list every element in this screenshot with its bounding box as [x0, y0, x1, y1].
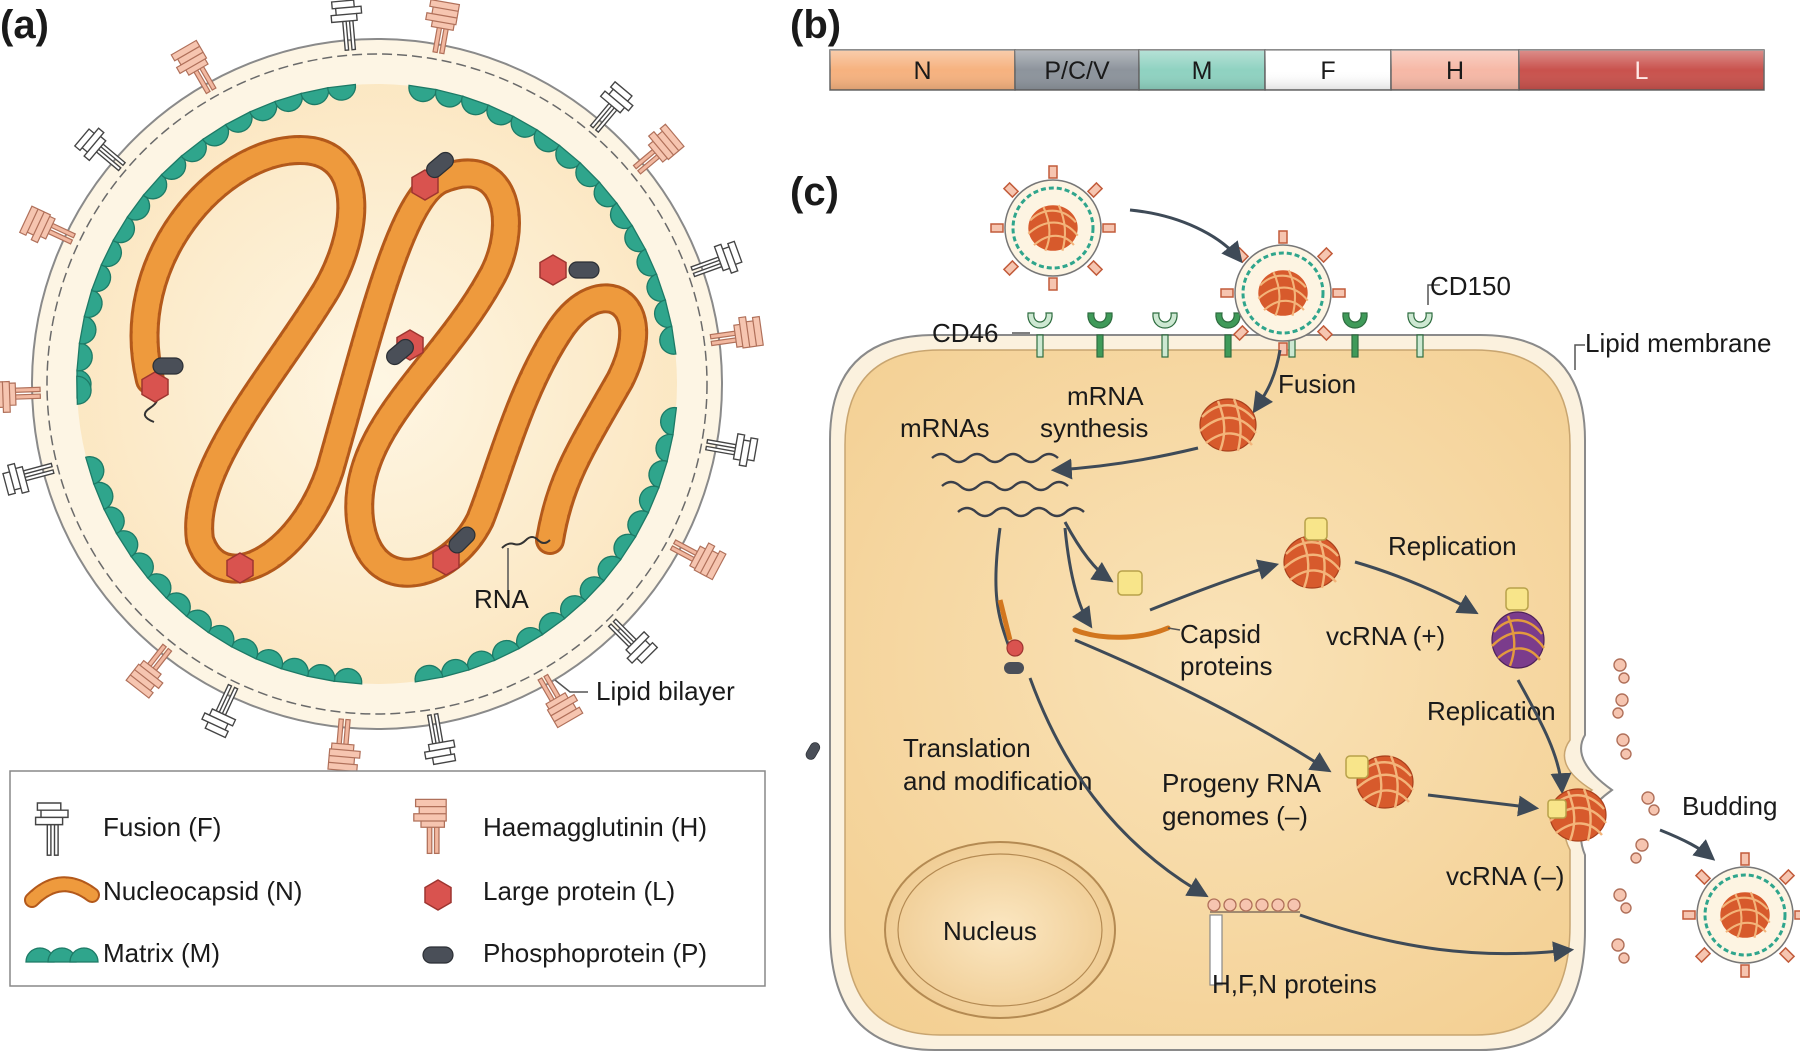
- translation-product: [1004, 662, 1024, 674]
- virion-interior: [77, 84, 677, 684]
- attaching-virion: [1219, 229, 1347, 357]
- gene-segment-shade: [1015, 50, 1139, 90]
- gene-segment-shade: [1139, 50, 1265, 90]
- lipid-bilayer-leader-line: [554, 679, 588, 693]
- matrix-icon: [25, 947, 99, 963]
- replication-complex: [1282, 534, 1342, 590]
- capsid-leader-line: [1167, 627, 1181, 631]
- arrow-to-budding-complex: [1427, 793, 1540, 817]
- attachment-arrow: [1129, 208, 1243, 264]
- gene-label: N: [913, 57, 931, 85]
- budding-label: Budding: [1682, 791, 1777, 821]
- legend-label-large-protein: Large protein (L): [483, 876, 675, 906]
- budding-arrow: [1659, 828, 1716, 861]
- arrow-to-progeny: [1074, 638, 1332, 773]
- lipid-membrane-leader-line: [1574, 344, 1585, 370]
- arrow-to-hfn-proteins: [1028, 677, 1209, 898]
- rna-label: RNA: [474, 584, 530, 614]
- phosphoprotein-marker: [568, 261, 600, 279]
- vcrna-plus-label: vcRNA (+): [1326, 621, 1445, 651]
- capsid-protein-strand: [1072, 625, 1171, 640]
- lipid-bilayer-inner: [46, 53, 708, 715]
- translation-ribosome-strand: [997, 599, 1013, 641]
- gene-segment-shade: [1519, 50, 1764, 90]
- nucleus-envelope: [884, 841, 1116, 1019]
- legend: Fusion (F) Haemagglutinin (H) Nucleocaps…: [9, 770, 766, 987]
- incoming-virion: [989, 164, 1117, 292]
- vcrna-minus-capsid-block: [1547, 799, 1567, 819]
- nucleocapsid-icon: [24, 876, 100, 908]
- released-nucleocapsid: [1198, 397, 1258, 453]
- lipid-membrane-label: Lipid membrane: [1585, 328, 1771, 358]
- legend-box: [9, 770, 766, 987]
- legend-label-phosphoprotein: Phosphoprotein (P): [483, 938, 707, 968]
- hfn-proteins-label: H,F,N proteins: [1212, 969, 1377, 999]
- gene-segment-shade: [1391, 50, 1519, 90]
- progeny-label-2: genomes (–): [1162, 801, 1308, 831]
- replication-cycle: Nucleus CD46 CD150 Lipid membrane Fusion…: [803, 164, 1800, 1051]
- hfn-proteins-group: [1207, 898, 1301, 986]
- gene-segment-shade: [1265, 50, 1391, 90]
- gene-label: P/C/V: [1044, 57, 1110, 85]
- panel-b-label: (b): [790, 3, 841, 47]
- gene-segment-shade: [830, 50, 1015, 90]
- arrow-to-capsid-strand: [1063, 527, 1093, 629]
- large-protein-icon: [424, 879, 452, 911]
- gene-label: H: [1446, 57, 1464, 85]
- phosphoprotein-marker: [803, 740, 822, 762]
- arrow-to-membrane: [1299, 913, 1575, 963]
- progeny-label-1: Progeny RNA: [1162, 768, 1322, 798]
- gene-label: F: [1320, 57, 1335, 85]
- phosphoprotein-icon: [422, 946, 454, 964]
- arrow-to-capsid-protein: [1063, 521, 1114, 583]
- legend-label-fusion: Fusion (F): [103, 812, 221, 842]
- genome-map: N P/C/V M F H L: [829, 49, 1765, 91]
- mrna-synthesis-label-2: synthesis: [1040, 413, 1148, 443]
- legend-label-matrix: Matrix (M): [103, 938, 220, 968]
- translation-label-1: Translation: [903, 733, 1031, 763]
- gene-label: L: [1635, 57, 1649, 85]
- mrnas-label: mRNAs: [900, 413, 990, 443]
- vcrna-minus-label: vcRNA (–): [1446, 861, 1564, 891]
- transcription-arrow: [1050, 446, 1199, 480]
- membrane-viral-proteins: [1611, 658, 1660, 964]
- legend-label-haemagglutinin: Haemagglutinin (H): [483, 812, 707, 842]
- large-protein-marker: [141, 371, 169, 403]
- progeny-capsid-block: [1345, 755, 1369, 779]
- budded-virion: [1681, 851, 1800, 979]
- panel-c-label: (c): [790, 170, 839, 214]
- nucleus-label: Nucleus: [943, 916, 1037, 946]
- replication-capsid-block: [1304, 517, 1328, 541]
- phosphoprotein-marker: [152, 357, 184, 375]
- nucleocapsid-coil-texture: [132, 137, 646, 585]
- arrow-to-vcrna-minus: [1516, 679, 1572, 795]
- mrna-strands: [931, 452, 1085, 518]
- mrna-synthesis-label-1: mRNA: [1067, 381, 1144, 411]
- large-protein-marker: [539, 254, 567, 286]
- capsid-label-2: proteins: [1180, 651, 1273, 681]
- translation-ribosome: [1006, 639, 1024, 657]
- vcrna-plus-complex: [1491, 587, 1545, 669]
- translation-label-2: and modification: [903, 766, 1092, 796]
- gene-label: M: [1192, 57, 1213, 85]
- capsid-protein-block: [1117, 570, 1143, 596]
- cd150-label: CD150: [1430, 271, 1511, 301]
- panel-a-label: (a): [0, 3, 49, 47]
- cd150-leader-line: [1427, 284, 1440, 305]
- capsid-label-1: Capsid: [1180, 619, 1261, 649]
- virion-diagram: RNA Lipid bilayer: [0, 0, 764, 773]
- replication-label-1: Replication: [1388, 531, 1517, 561]
- arrow-to-vcrna-plus: [1354, 560, 1479, 615]
- arrow-to-translation: [994, 527, 1012, 651]
- large-protein-marker: [226, 552, 254, 584]
- arrow-to-replication-complex: [1149, 559, 1280, 612]
- rna-strand: [501, 536, 551, 549]
- legend-label-nucleocapsid: Nucleocapsid (N): [103, 876, 302, 906]
- fusion-arrow: [1252, 349, 1282, 414]
- fusion-label: Fusion: [1278, 369, 1356, 399]
- lipid-bilayer-label: Lipid bilayer: [596, 676, 735, 706]
- nucleus-inner: [897, 853, 1103, 1007]
- cd46-label: CD46: [932, 318, 998, 348]
